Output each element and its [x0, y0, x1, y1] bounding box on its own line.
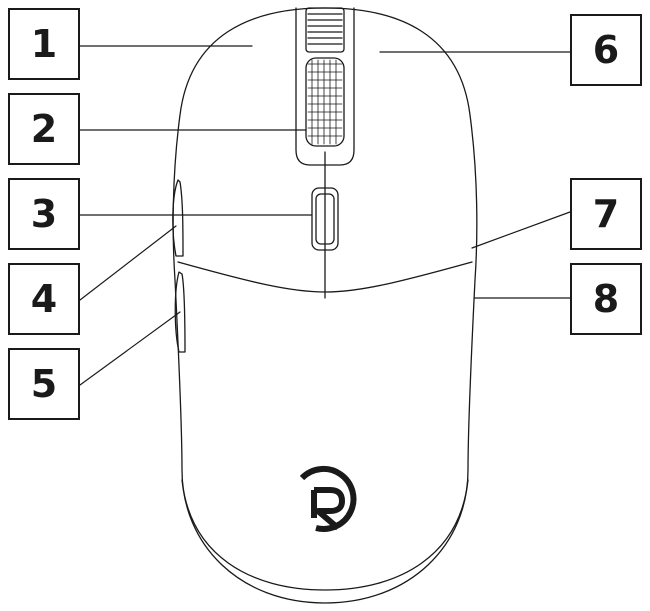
callout-number-4: 4: [30, 277, 58, 321]
callout-box-4: 4: [8, 263, 80, 335]
wheel-knurl: [307, 59, 343, 145]
callout-number-3: 3: [30, 192, 58, 236]
callout-number-1: 1: [30, 22, 58, 66]
callout-number-2: 2: [30, 107, 58, 151]
side-button-forward: [172, 179, 184, 257]
callout-box-1: 1: [8, 8, 80, 80]
callout-box-7: 7: [570, 178, 642, 250]
leader-lines: [79, 45, 571, 386]
callout-box-3: 3: [8, 178, 80, 250]
leader-7: [471, 211, 571, 249]
wheel-channel: [295, 7, 355, 166]
mouse-inner-contour: [181, 479, 469, 591]
callout-box-2: 2: [8, 93, 80, 165]
scroll-wheel: [305, 57, 345, 147]
callout-box-5: 5: [8, 348, 80, 420]
callout-box-8: 8: [570, 263, 642, 335]
side-button-back: [174, 271, 186, 353]
callout-number-6: 6: [592, 28, 620, 72]
dpi-button: [311, 187, 339, 251]
callout-number-5: 5: [30, 362, 58, 406]
callout-box-6: 6: [570, 14, 642, 86]
callout-number-7: 7: [592, 192, 620, 236]
dpi-button-inner: [315, 193, 335, 245]
mouse-outline: [172, 7, 478, 604]
leader-5: [79, 311, 181, 386]
brand-logo: [299, 465, 357, 532]
callout-number-8: 8: [592, 277, 620, 321]
leader-4: [79, 225, 177, 301]
wheel-top: [305, 7, 345, 53]
